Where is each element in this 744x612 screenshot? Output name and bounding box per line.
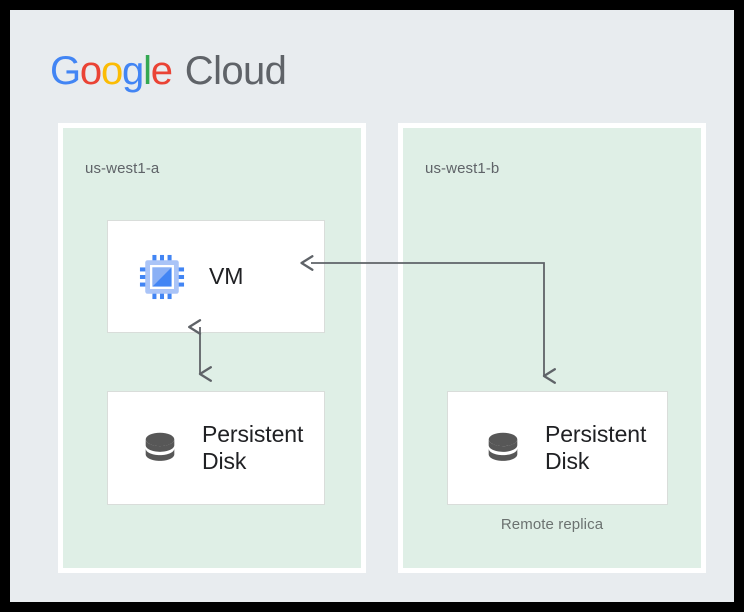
database-disk-icon (139, 427, 181, 469)
zone-label-us-west1-a: us-west1-a (85, 160, 160, 177)
logo-letter-o1: o (79, 49, 102, 93)
zone-panel-us-west1-b: us-west1-b Persistent Disk (398, 123, 706, 573)
disk-card-content: Persistent Disk (139, 421, 303, 475)
resource-card-persistent-disk-primary[interactable]: Persistent Disk (107, 391, 325, 505)
google-wordmark: Google (50, 49, 173, 93)
cloud-wordmark: Cloud (184, 49, 287, 93)
cpu-chip-icon (139, 254, 185, 300)
diagram-canvas: Google Cloud us-west1-a (10, 10, 734, 602)
logo-letter-l: l (143, 49, 152, 93)
logo-letter-e: e (150, 49, 173, 93)
replica-disk-card-label: Persistent Disk (545, 420, 647, 474)
logo-letter-g2: g (122, 49, 144, 93)
zone-panel-us-west1-a: us-west1-a (58, 123, 366, 573)
disk-card-label: Persistent Disk (202, 420, 304, 474)
remote-replica-caption: Remote replica (500, 516, 604, 533)
resource-card-persistent-disk-replica[interactable]: Persistent Disk (447, 391, 668, 505)
zone-label-us-west1-b: us-west1-b (425, 160, 500, 177)
database-disk-icon (482, 427, 524, 469)
logo-letter-g1: G (50, 49, 81, 93)
resource-card-vm[interactable]: VM (107, 220, 325, 333)
logo-letter-o2: o (100, 49, 123, 93)
vm-card-label: VM (209, 262, 244, 289)
google-cloud-logo: Google Cloud (50, 48, 287, 94)
vm-card-content: VM (139, 254, 243, 300)
replica-disk-card-content: Persistent Disk (482, 421, 646, 475)
